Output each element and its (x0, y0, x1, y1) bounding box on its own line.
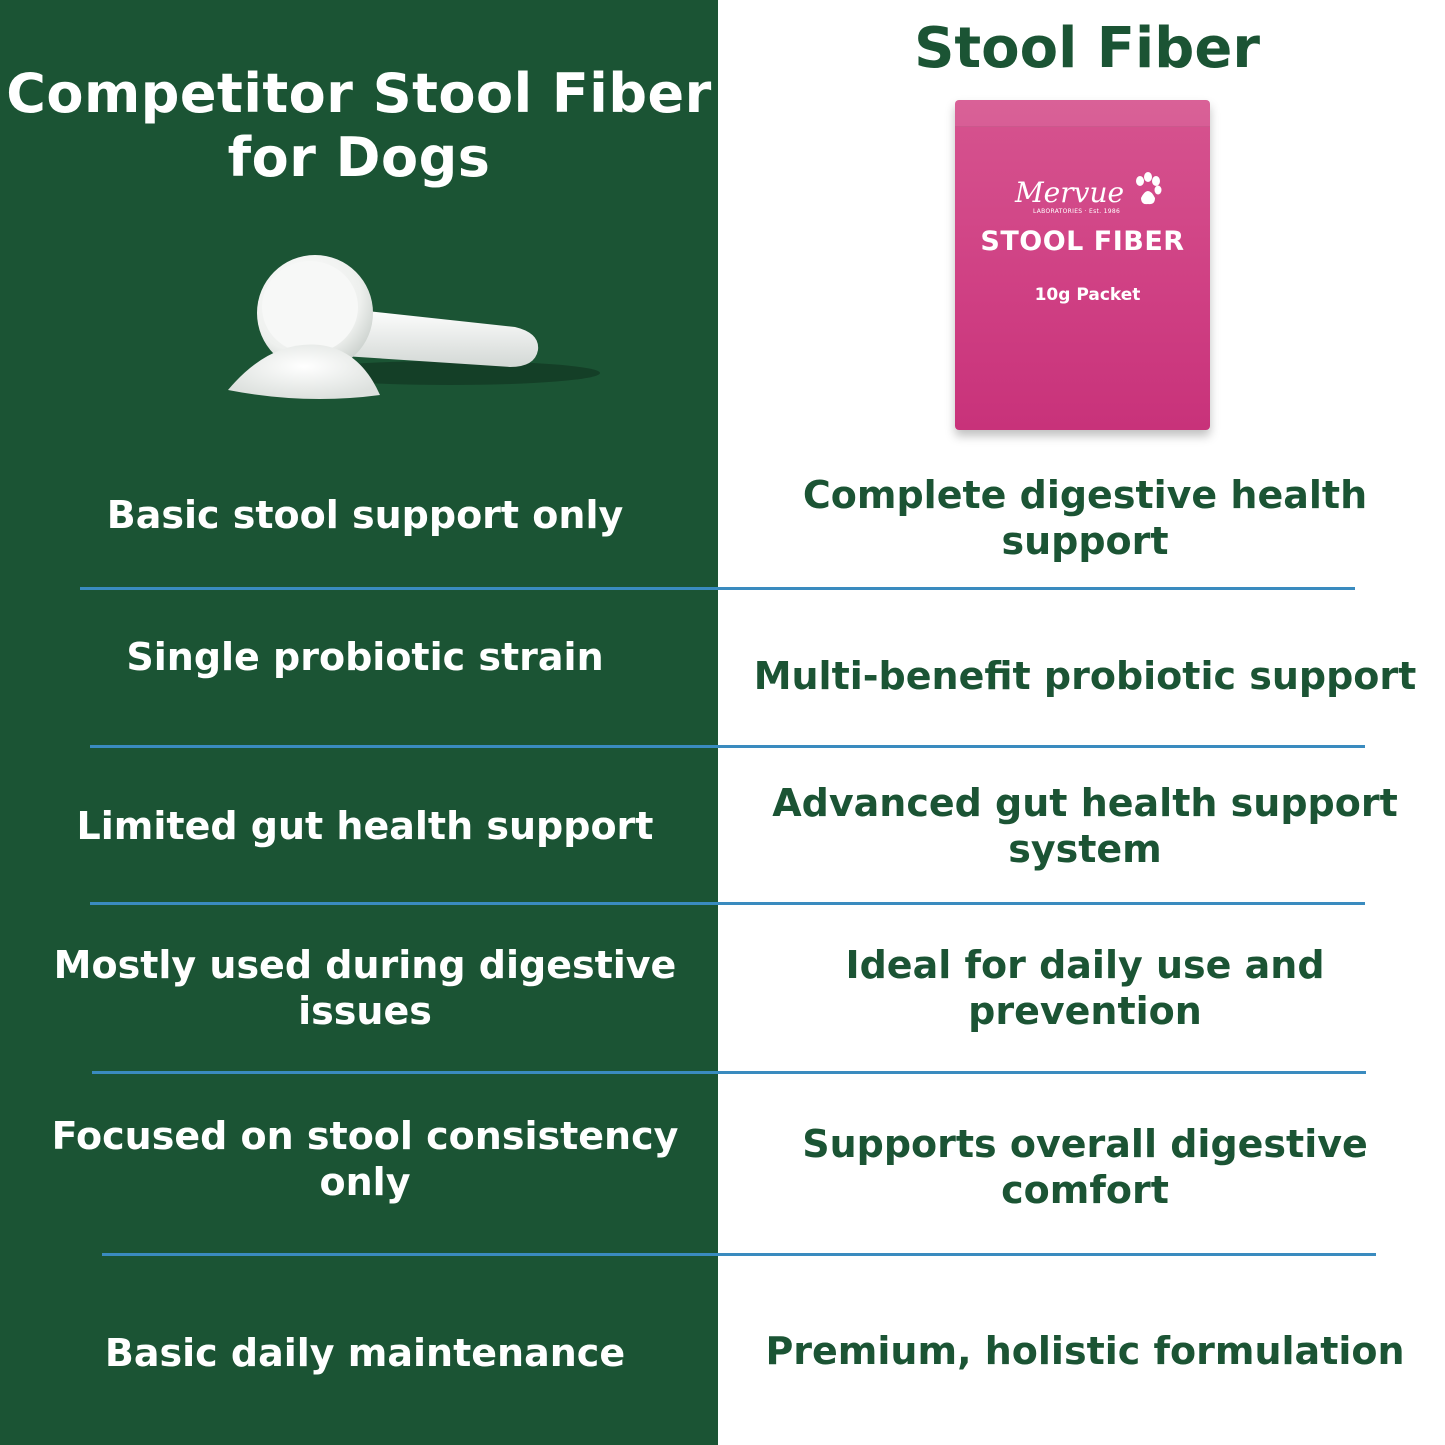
row-divider (92, 1071, 1366, 1074)
row-divider (90, 902, 1365, 905)
product-row-5: Supports overall digestive comfort (802, 1122, 1368, 1212)
product-row-6: Premium, holistic formulation (765, 1329, 1405, 1373)
product-row-3: Advanced gut health support system (772, 781, 1398, 871)
paw-icon (1133, 172, 1163, 208)
row-divider (80, 587, 1355, 590)
competitor-row-5: Focused on stool consistency only (51, 1114, 679, 1204)
stool-fiber-packet-image: Mervue LABORATORIES · Est. 1986 STOOL FI… (940, 95, 1230, 445)
competitor-row-1: Basic stool support only (106, 493, 624, 537)
packet: Mervue LABORATORIES · Est. 1986 STOOL FI… (955, 100, 1210, 430)
competitor-row-6: Basic daily maintenance (104, 1331, 626, 1375)
packet-size: 10g Packet (1034, 285, 1141, 305)
product-title: Stool Fiber (914, 16, 1260, 81)
powder-scoop-image (210, 245, 610, 425)
row-divider (90, 745, 1365, 748)
competitor-title: Competitor Stool Fiber for Dogs (6, 62, 712, 189)
packet-brand-sub: LABORATORIES · Est. 1986 (1033, 208, 1121, 215)
competitor-row-4: Mostly used during digestive issues (53, 943, 677, 1033)
packet-brand: Mervue (1015, 176, 1125, 209)
product-row-4: Ideal for daily use and prevention (845, 943, 1325, 1033)
row-divider (102, 1253, 1376, 1256)
product-row-2: Multi-benefit probiotic support (753, 654, 1417, 698)
competitor-row-2: Single probiotic strain (126, 635, 604, 679)
packet-seal (955, 100, 1210, 127)
competitor-row-3: Limited gut health support (76, 804, 654, 848)
competitor-panel (0, 0, 718, 1445)
product-row-1: Complete digestive health support (802, 473, 1368, 563)
packet-product-name: STOOL FIBER (980, 226, 1185, 257)
